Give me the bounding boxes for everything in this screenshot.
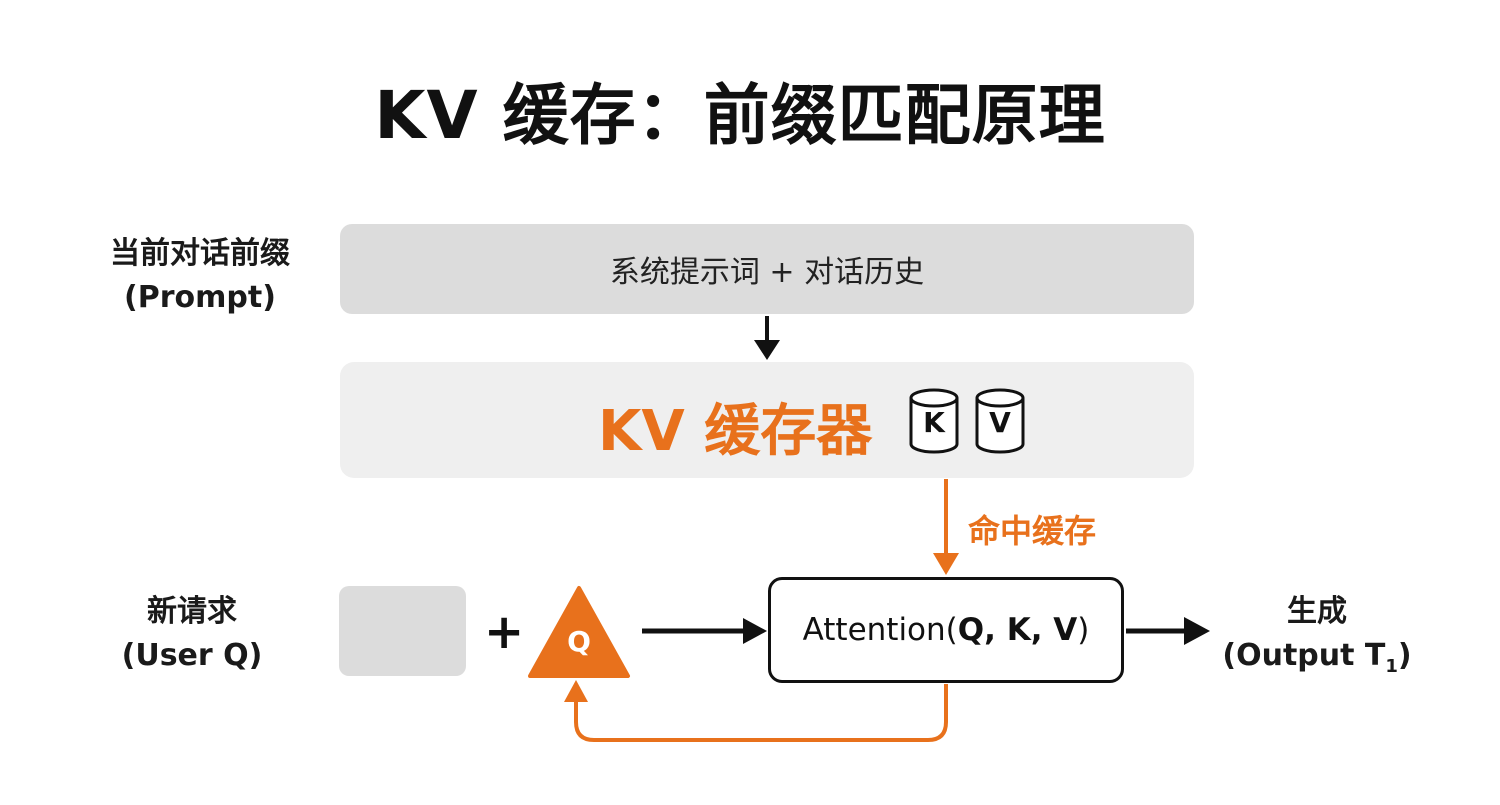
request-label: 新请求 (User Q): [92, 590, 292, 678]
prompt-box: 系统提示词 + 对话历史: [340, 224, 1194, 314]
output-label-subscript: 1: [1385, 656, 1398, 677]
kv-cache-box: [340, 362, 1194, 478]
output-label-text: (Output T: [1222, 638, 1386, 673]
prompt-label-line1: 当前对话前缀: [110, 236, 290, 271]
k-cylinder-icon: [909, 388, 959, 454]
feedback-loop-arrow-head: [564, 680, 588, 702]
plus-sign: +: [484, 604, 525, 660]
cache-hit-label: 命中缓存: [968, 512, 1097, 550]
attention-args: Q, K, V: [957, 612, 1078, 648]
output-label-line2: (Output T1): [1212, 634, 1422, 689]
v-cylinder-icon: [975, 388, 1025, 454]
arrow-head-prompt-to-cache: [754, 340, 780, 360]
arrow-head-cache-to-attention: [933, 553, 959, 575]
prompt-box-text: 系统提示词 + 对话历史: [609, 255, 925, 290]
page-title: KV 缓存：前缀匹配原理: [374, 77, 1106, 154]
feedback-loop-arrow: [574, 684, 948, 742]
arrow-head-q-to-attention: [743, 618, 767, 644]
v-label: V: [989, 406, 1011, 439]
prompt-label-line2: (Prompt): [124, 280, 276, 315]
k-label: K: [923, 406, 945, 439]
kv-cache-title: KV 缓存器: [598, 399, 873, 464]
request-label-line2: (User Q): [121, 638, 263, 673]
output-label-close: ): [1397, 638, 1412, 673]
request-label-line1: 新请求: [147, 594, 237, 629]
output-label: 生成 (Output T1): [1212, 590, 1422, 689]
arrow-head-attention-to-output: [1184, 617, 1210, 645]
output-label-line1: 生成: [1287, 594, 1347, 629]
q-symbol: Q: [567, 625, 591, 658]
attention-box: Attention(Q, K, V): [768, 577, 1124, 683]
attention-prefix: Attention(: [802, 612, 958, 648]
prompt-label: 当前对话前缀 (Prompt): [80, 232, 320, 320]
user-query-box: [339, 586, 466, 676]
q-triangle-icon: [528, 586, 630, 678]
attention-suffix: ): [1077, 612, 1090, 648]
